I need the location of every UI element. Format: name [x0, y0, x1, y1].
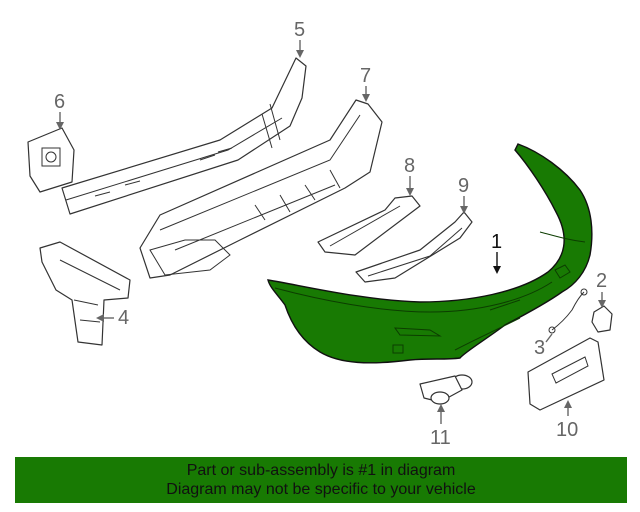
callout-11: 11 — [430, 404, 451, 449]
svg-text:5: 5 — [294, 19, 305, 41]
svg-text:7: 7 — [360, 65, 371, 87]
banner-line-2: Diagram may not be specific to your vehi… — [166, 481, 476, 498]
callout-1: 1 — [491, 231, 502, 274]
callout-5: 5 — [294, 19, 305, 58]
part-1-bumper-cover[interactable] — [267, 143, 593, 364]
svg-text:3: 3 — [534, 337, 545, 359]
svg-text:9: 9 — [458, 175, 469, 197]
svg-text:11: 11 — [430, 427, 451, 449]
callout-7: 7 — [360, 65, 371, 102]
parts-diagram: 1 2 3 4 5 6 7 8 9 — [27, 19, 613, 449]
callout-4: 4 — [96, 307, 129, 329]
part-6-bracket[interactable] — [27, 127, 75, 193]
part-4-side-bracket[interactable] — [39, 241, 131, 346]
callout-2: 2 — [596, 270, 607, 308]
callout-10: 10 — [556, 400, 578, 441]
part-8-bracket[interactable] — [317, 195, 421, 256]
svg-text:4: 4 — [118, 307, 129, 329]
callout-3: 3 — [534, 333, 553, 359]
info-banner: Part or sub-assembly is #1 in diagram Di… — [15, 457, 627, 503]
banner-line-1: Part or sub-assembly is #1 in diagram — [186, 462, 456, 479]
part-10-license-bracket[interactable] — [527, 337, 605, 411]
svg-text:8: 8 — [404, 155, 415, 177]
callout-8: 8 — [404, 155, 415, 196]
svg-text:1: 1 — [491, 231, 502, 253]
callout-9: 9 — [458, 175, 469, 214]
svg-text:6: 6 — [54, 91, 65, 113]
part-5-reinforcement-beam[interactable] — [61, 57, 307, 215]
svg-text:10: 10 — [556, 419, 578, 441]
part-3-wire-harness[interactable] — [548, 288, 588, 334]
part-11-park-sensor[interactable] — [419, 374, 473, 405]
part-9-bracket[interactable] — [355, 211, 473, 283]
svg-text:2: 2 — [596, 270, 607, 292]
part-7-energy-absorber[interactable] — [139, 99, 383, 279]
part-2-clip[interactable] — [591, 305, 613, 333]
callout-6: 6 — [54, 91, 65, 130]
